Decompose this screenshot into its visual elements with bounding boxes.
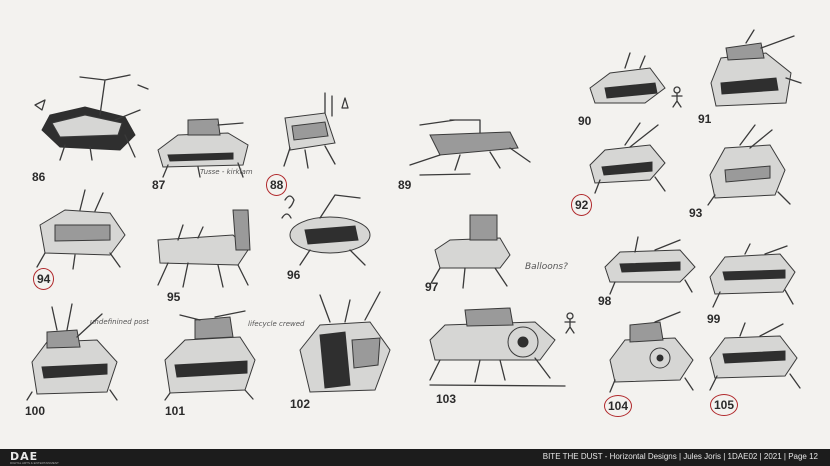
sketch-87	[148, 105, 258, 185]
sketch-104-drawing	[609, 311, 694, 393]
design-label-92: 92	[571, 194, 593, 216]
sketch-105	[705, 318, 805, 393]
sketch-89	[400, 100, 540, 180]
design-label-88: 88	[266, 174, 288, 196]
sketch-96-drawing	[281, 194, 371, 266]
sketch-86-drawing	[34, 74, 149, 161]
design-label-91: 91	[698, 112, 712, 126]
sketch-93-drawing	[707, 124, 791, 206]
sketch-87-drawing	[157, 118, 249, 178]
design-label-90: 90	[578, 114, 592, 128]
design-label-101: 101	[165, 404, 186, 418]
sketch-99-drawing	[709, 243, 796, 308]
design-label-98: 98	[598, 294, 612, 308]
sketch-91-drawing	[710, 29, 802, 107]
sketch-96	[280, 190, 380, 270]
sketch-86	[30, 65, 160, 165]
sketch-100	[22, 302, 127, 402]
note-100: undefinined post	[90, 318, 150, 326]
sketch-95	[148, 205, 268, 290]
sketch-105-drawing	[709, 322, 801, 391]
design-label-97: 97	[425, 280, 439, 294]
sketch-103	[425, 300, 576, 390]
sketch-99	[705, 242, 800, 312]
sketch-98	[600, 232, 700, 297]
sketch-91	[706, 28, 806, 113]
design-label-95: 95	[167, 290, 181, 304]
sketch-102	[290, 290, 400, 400]
design-label-86: 86	[32, 170, 46, 184]
sketch-89-drawing	[409, 119, 531, 176]
footer-info: BITE THE DUST - Horizontal Designs | Jul…	[542, 452, 818, 461]
sketch-102-drawing	[299, 291, 391, 393]
sketch-104	[605, 310, 700, 395]
sketch-90-drawing	[589, 52, 666, 104]
sketch-97-drawing	[429, 214, 511, 289]
design-label-104: 104	[604, 395, 633, 417]
design-label-99: 99	[707, 312, 721, 326]
sketch-92-drawing	[589, 122, 666, 194]
design-label-94: 94	[33, 268, 55, 290]
sketch-90	[585, 48, 683, 113]
design-label-102: 102	[290, 397, 311, 411]
sketch-98-drawing	[604, 236, 696, 295]
design-label-87: 87	[152, 178, 166, 192]
sketch-92	[580, 115, 680, 195]
design-label-89: 89	[398, 178, 412, 192]
sketch-101-drawing	[164, 310, 256, 401]
note-97: Balloons?	[525, 262, 568, 272]
sketch-88-drawing	[283, 92, 349, 169]
footer-bar: DAE DIGITAL ARTS & ENTERTAINMENT BITE TH…	[0, 449, 830, 466]
design-label-105: 105	[710, 394, 739, 416]
dae-logo-subtitle: DIGITAL ARTS & ENTERTAINMENT	[10, 461, 59, 465]
sketch-100-drawing	[26, 303, 118, 401]
sketch-94-drawing	[36, 189, 126, 270]
design-label-103: 103	[436, 392, 457, 406]
scale-figure-icon-2	[564, 312, 576, 334]
scale-figure-icon	[671, 86, 683, 108]
design-label-93: 93	[689, 206, 703, 220]
sketch-94	[25, 185, 135, 270]
dae-logo-text: DAE	[10, 450, 39, 463]
sketch-93	[700, 120, 800, 206]
dae-logo: DAE DIGITAL ARTS & ENTERTAINMENT	[6, 450, 59, 465]
sketch-88	[270, 88, 360, 173]
design-label-96: 96	[287, 268, 301, 282]
sketch-95-drawing	[157, 209, 251, 288]
sketch-101	[155, 305, 265, 401]
design-label-100: 100	[25, 404, 46, 418]
sketch-103-drawing	[429, 307, 566, 387]
sketch-97	[425, 210, 525, 290]
note-87: Tusse - kirklam	[200, 168, 253, 176]
note-101: lifecycle crewed	[248, 320, 305, 328]
